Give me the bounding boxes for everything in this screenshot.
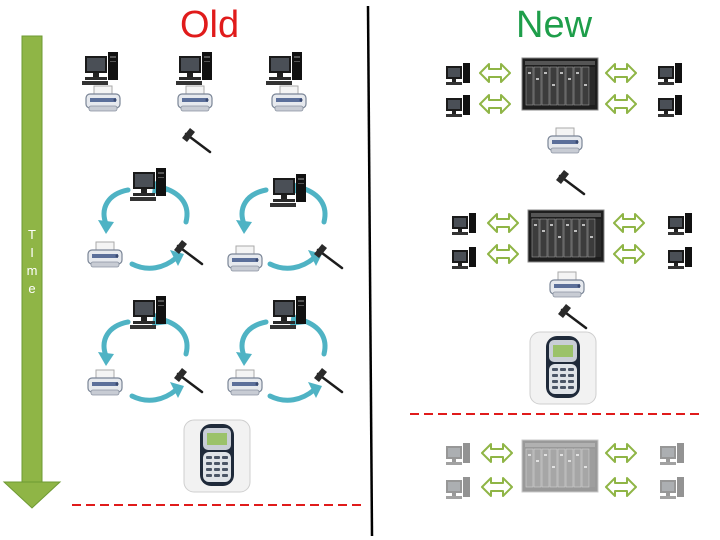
blade-server-icon bbox=[522, 440, 598, 492]
old-new-divider bbox=[368, 6, 372, 536]
hammer-icon bbox=[314, 244, 342, 268]
computer-icon bbox=[668, 247, 692, 269]
hammer-icon bbox=[556, 170, 584, 194]
double-arrow-icon bbox=[606, 95, 636, 113]
new-section bbox=[410, 58, 700, 499]
printer-icon bbox=[548, 128, 582, 153]
printer-icon bbox=[550, 272, 584, 297]
cycle-group bbox=[228, 296, 342, 400]
double-arrow-icon bbox=[480, 64, 510, 82]
computer-icon bbox=[658, 63, 682, 85]
computer-icon bbox=[452, 247, 476, 269]
computer-icon bbox=[660, 477, 684, 499]
double-arrow-icon bbox=[488, 214, 518, 232]
printer-icon bbox=[228, 370, 262, 395]
cycle-group bbox=[88, 168, 202, 268]
computer-icon bbox=[452, 213, 476, 235]
computer-icon bbox=[270, 174, 306, 207]
computer-icon bbox=[266, 52, 302, 85]
printer-icon bbox=[178, 86, 212, 111]
printer-icon bbox=[88, 370, 122, 395]
computer-icon bbox=[446, 63, 470, 85]
double-arrow-icon bbox=[606, 64, 636, 82]
computer-icon bbox=[446, 443, 470, 465]
printer-icon bbox=[88, 242, 122, 267]
computer-icon bbox=[130, 168, 166, 201]
time-letter: m bbox=[22, 262, 42, 280]
printer-icon bbox=[272, 86, 306, 111]
double-arrow-icon bbox=[606, 444, 636, 462]
cycle-group bbox=[228, 174, 342, 271]
computer-icon bbox=[660, 443, 684, 465]
hammer-icon bbox=[182, 128, 210, 152]
double-arrow-icon bbox=[606, 478, 636, 496]
time-letter: T bbox=[22, 226, 42, 244]
new-heading: New bbox=[516, 2, 592, 48]
old-heading: Old bbox=[180, 2, 239, 48]
old-section bbox=[72, 52, 362, 505]
double-arrow-icon bbox=[614, 245, 644, 263]
mobile-phone-icon bbox=[530, 332, 596, 404]
double-arrow-icon bbox=[482, 444, 512, 462]
computer-icon bbox=[668, 213, 692, 235]
double-arrow-icon bbox=[488, 245, 518, 263]
blade-server-icon bbox=[528, 210, 604, 262]
printer-icon bbox=[228, 246, 262, 271]
printer-icon bbox=[86, 86, 120, 111]
future-row bbox=[446, 440, 684, 499]
blade-server-icon bbox=[522, 58, 598, 110]
computer-icon bbox=[446, 95, 470, 117]
double-arrow-icon bbox=[614, 214, 644, 232]
cycle-group bbox=[88, 296, 202, 400]
computer-icon bbox=[446, 477, 470, 499]
mobile-phone-icon bbox=[184, 420, 250, 492]
computer-icon bbox=[658, 95, 682, 117]
double-arrow-icon bbox=[480, 95, 510, 113]
computer-icon bbox=[82, 52, 118, 85]
time-letter: I bbox=[22, 244, 42, 262]
double-arrow-icon bbox=[482, 478, 512, 496]
time-label: T I m e bbox=[22, 226, 42, 298]
computer-icon bbox=[176, 52, 212, 85]
time-letter: e bbox=[22, 280, 42, 298]
hammer-icon bbox=[558, 304, 586, 328]
